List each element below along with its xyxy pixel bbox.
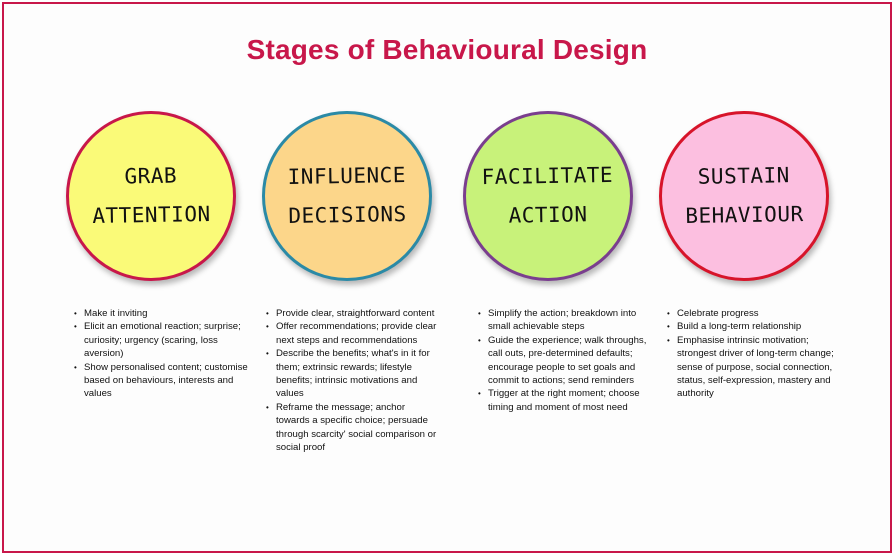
list-item: Trigger at the right moment; choose timi…: [478, 387, 653, 414]
stage-circle-grab-attention: GRAB ATTENTION: [66, 111, 236, 281]
stage-bullets-sustain-behaviour: Celebrate progress Build a long-term rel…: [667, 307, 842, 401]
stage-label-line2: BEHAVIOUR: [684, 201, 804, 229]
stage-label-line2: ACTION: [508, 202, 588, 228]
stage-label-line1: SUSTAIN: [697, 163, 790, 189]
stage-circle-influence-decisions: INFLUENCE DECISIONS: [262, 111, 432, 281]
list-item: Offer recommendations; provide clear nex…: [266, 320, 441, 347]
stage-circle-facilitate-action: FACILITATE ACTION: [463, 111, 633, 281]
stage-bullets-facilitate-action: Simplify the action; breakdown into smal…: [478, 307, 653, 414]
list-item: Emphasise intrinsic motivation; stronges…: [667, 334, 842, 401]
stage-bullets-grab-attention: Make it inviting Elicit an emotional rea…: [74, 307, 249, 401]
stage-label: SUSTAIN BEHAVIOUR: [684, 156, 804, 236]
list-item: Build a long-term relationship: [667, 320, 842, 334]
stage-label-line1: FACILITATE: [481, 162, 614, 190]
list-item: Elicit an emotional reaction; surprise; …: [74, 320, 249, 360]
list-item: Make it inviting: [74, 307, 249, 321]
stage-label: INFLUENCE DECISIONS: [287, 156, 407, 236]
stage-circle-sustain-behaviour: SUSTAIN BEHAVIOUR: [659, 111, 829, 281]
list-item: Provide clear, straightforward content: [266, 307, 441, 321]
stage-label-line1: INFLUENCE: [287, 162, 406, 190]
stage-bullets-influence-decisions: Provide clear, straightforward content O…: [266, 307, 441, 454]
page-title: Stages of Behavioural Design: [246, 34, 648, 65]
stage-label: GRAB ATTENTION: [91, 156, 211, 236]
list-item: Simplify the action; breakdown into smal…: [478, 307, 653, 334]
list-item: Celebrate progress: [667, 307, 842, 321]
list-item: Describe the benefits; what's in it for …: [266, 347, 441, 401]
stage-label-line2: DECISIONS: [287, 201, 407, 229]
stage-label-line1: GRAB: [124, 163, 178, 189]
list-item: Show personalised content; customise bas…: [74, 361, 249, 401]
list-item: Guide the experience; walk throughs, cal…: [478, 334, 653, 388]
stage-label-line2: ATTENTION: [91, 201, 211, 229]
stage-label: FACILITATE ACTION: [482, 156, 615, 236]
list-item: Reframe the message; anchor towards a sp…: [266, 401, 441, 455]
